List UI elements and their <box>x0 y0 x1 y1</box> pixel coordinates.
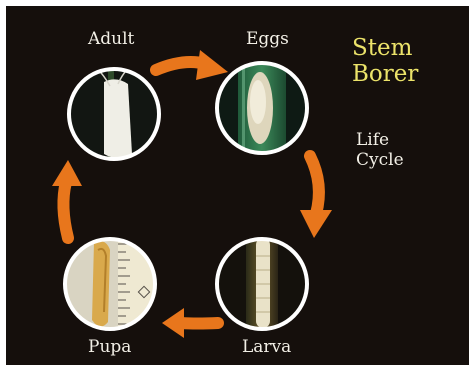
slide: Adult Eggs Larva Pupa Stem Borer Life Cy… <box>6 6 469 365</box>
stage-label-eggs: Eggs <box>246 31 289 48</box>
arrow-larva-to-pupa <box>162 308 218 338</box>
subtitle: Life Cycle <box>356 130 404 171</box>
title-line-1: Stem <box>352 35 418 61</box>
pupa-photo <box>62 236 158 332</box>
adult-photo <box>66 64 162 162</box>
eggs-photo <box>214 60 310 156</box>
stage-label-pupa: Pupa <box>88 339 131 356</box>
larva-photo <box>214 236 310 332</box>
stage-label-adult: Adult <box>88 31 134 48</box>
stage-label-larva: Larva <box>242 339 291 356</box>
arrow-eggs-to-larva <box>300 156 332 238</box>
arrow-pupa-to-adult <box>52 160 82 238</box>
subtitle-line-1: Life <box>356 130 404 150</box>
arrow-adult-to-eggs <box>156 50 228 80</box>
subtitle-line-2: Cycle <box>356 150 404 170</box>
title-line-2: Borer <box>352 61 418 87</box>
title: Stem Borer <box>352 35 418 88</box>
